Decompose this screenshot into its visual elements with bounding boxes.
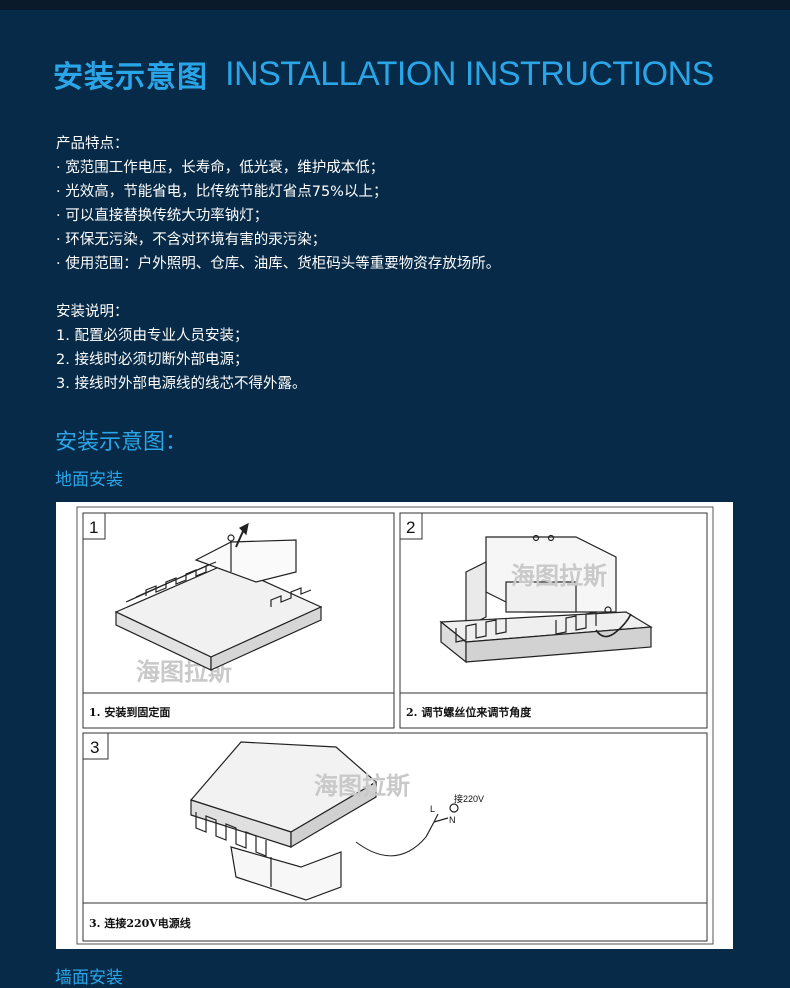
feature-item: · 可以直接替换传统大功率钠灯； (56, 208, 269, 224)
ground-install-label: 地面安装 (55, 470, 123, 490)
lamp-illustration-3 (189, 741, 459, 901)
panel-3-caption: 3. 连接220V电源线 (89, 916, 191, 930)
panel-3: 3 海图拉斯 接220V L N 3. 连接220V电源线 (82, 732, 708, 942)
feature-item: · 环保无污染，不含对环境有害的汞污染； (56, 232, 327, 248)
panel-3-number: 3 (90, 738, 99, 757)
title-english: INSTALLATION INSTRUCTIONS (225, 54, 714, 93)
panel-2-caption: 2. 调节螺丝位来调节角度 (406, 705, 532, 719)
panel-1-number: 1 (89, 518, 98, 537)
wall-install-label: 墙面安装 (55, 968, 123, 988)
panel-1: 1 海图拉斯 1. 安装到固定面 (82, 512, 395, 729)
top-bar (0, 0, 790, 10)
diagram-section-heading: 安装示意图： (55, 430, 188, 455)
panel-1-caption: 1. 安装到固定面 (89, 705, 170, 719)
title-chinese: 安装示意图 (53, 60, 208, 95)
feature-item: · 光效高，节能省电，比传统节能灯省点75%以上； (56, 184, 388, 200)
features-section: 产品特点： · 宽范围工作电压，长寿命，低光衰，维护成本低； · 光效高，节能省… (56, 132, 500, 276)
lamp-illustration-1 (114, 522, 323, 671)
feature-item: · 使用范围：户外照明、仓库、油库、货柜码头等重要物资存放场所。 (56, 256, 501, 272)
page-title: 安装示意图 INSTALLATION INSTRUCTIONS (53, 52, 714, 96)
feature-item: · 宽范围工作电压，长寿命，低光衰，维护成本低； (56, 160, 385, 176)
install-item: 3. 接线时外部电源线的线芯不得外露。 (56, 376, 307, 392)
installation-diagram: 1 海图拉斯 1. 安装到固定面 (56, 502, 733, 949)
lamp-illustration-2 (439, 534, 653, 664)
watermark-text: 海图拉斯 (314, 772, 410, 800)
wire-note: 接220V (454, 793, 484, 804)
install-notes-section: 安装说明： 1. 配置必须由专业人员安装； 2. 接线时必须切断外部电源； 3.… (56, 300, 306, 396)
install-item: 2. 接线时必须切断外部电源； (56, 352, 249, 368)
wire-l-label: L (430, 804, 435, 814)
watermark-text: 海图拉斯 (511, 562, 607, 590)
wire-n-label: N (449, 815, 456, 825)
install-item: 1. 配置必须由专业人员安装； (56, 328, 249, 344)
panel-2-number: 2 (406, 518, 415, 537)
features-heading: 产品特点： (56, 136, 129, 152)
install-heading: 安装说明： (56, 304, 129, 320)
diagram-svg: 1 海图拉斯 1. 安装到固定面 (76, 506, 714, 945)
panel-2: 2 海图拉斯 2. 调节螺丝位来调节角度 (399, 512, 708, 729)
